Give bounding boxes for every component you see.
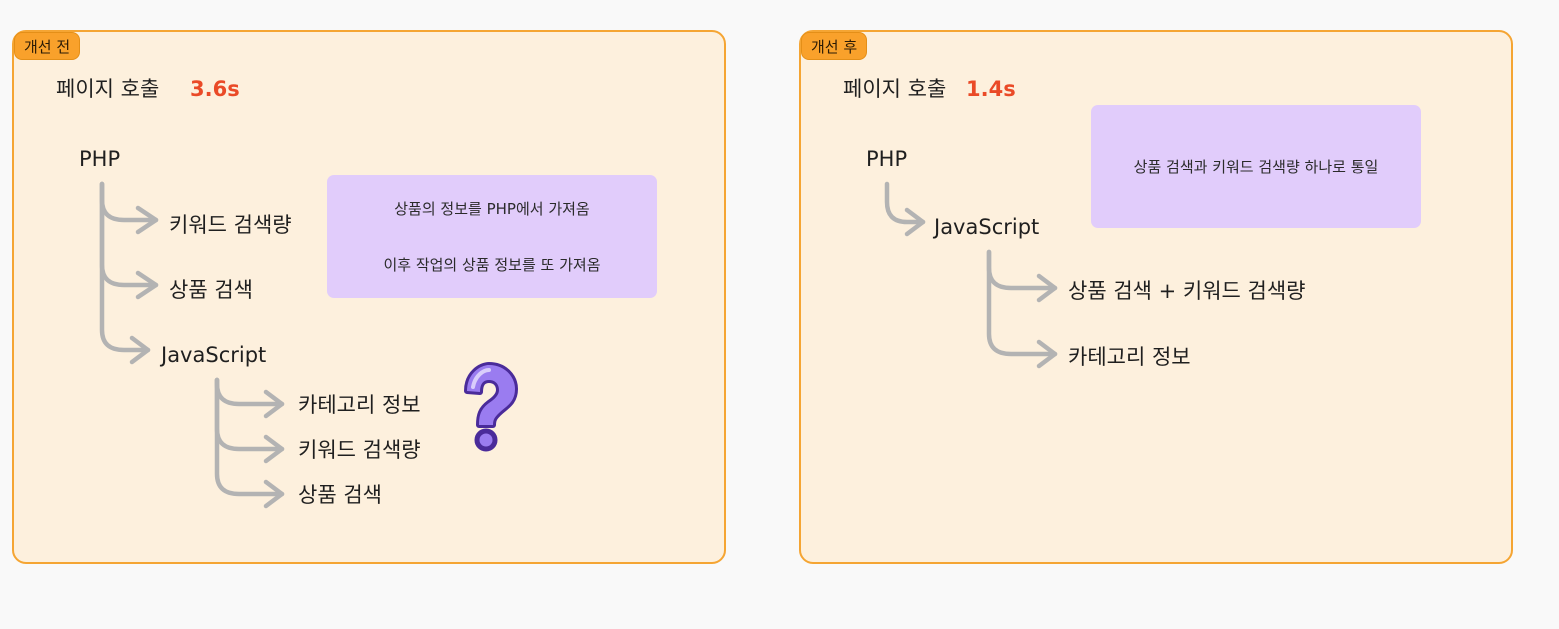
arrow-js-to-category bbox=[986, 249, 1058, 357]
after-panel: 개선 후 페이지 호출 1.4s PHP JavaScript 상품 검색 + … bbox=[799, 30, 1513, 564]
before-note: 상품의 정보를 PHP에서 가져옴 이후 작업의 상품 정보를 또 가져옴 bbox=[327, 175, 657, 298]
before-flow-arrows bbox=[99, 181, 285, 509]
arrowhead-js-to-combined bbox=[1036, 273, 1058, 303]
arrow-php-to-product bbox=[99, 181, 159, 288]
before-tag: 개선 전 bbox=[14, 32, 81, 60]
after-javascript-node: JavaScript bbox=[934, 215, 1040, 239]
after-node-combined-search: 상품 검색 + 키워드 검색량 bbox=[1068, 279, 1306, 303]
arrowhead-php-to-javascript bbox=[904, 207, 926, 237]
after-node-category: 카테고리 정보 bbox=[1068, 345, 1191, 369]
arrow-js-to-category bbox=[214, 377, 285, 407]
before-javascript-node: JavaScript bbox=[161, 343, 267, 367]
arrowhead-php-to-keyword bbox=[135, 205, 159, 235]
after-note: 상품 검색과 키워드 검색량 하나로 통일 bbox=[1091, 105, 1421, 228]
arrowhead-js-to-keyword bbox=[263, 434, 285, 464]
before-note-line-1: 상품의 정보를 PHP에서 가져옴 bbox=[394, 199, 590, 218]
arrowhead-js-to-category bbox=[263, 389, 285, 419]
arrow-js-to-keyword bbox=[214, 377, 285, 452]
arrow-js-to-product bbox=[214, 377, 285, 497]
arrowhead-php-to-javascript bbox=[129, 335, 151, 365]
before-node-keyword-volume: 키워드 검색량 bbox=[169, 213, 292, 237]
before-php-node: PHP bbox=[79, 147, 121, 171]
after-note-line-1: 상품 검색과 키워드 검색량 하나로 통일 bbox=[1133, 157, 1379, 176]
after-flow-arrows bbox=[884, 181, 1058, 369]
arrowhead-js-to-category bbox=[1036, 339, 1058, 369]
before-page-call-label: 페이지 호출 bbox=[56, 77, 160, 101]
before-node-product-search: 상품 검색 bbox=[169, 278, 253, 302]
arrowhead-php-to-product bbox=[135, 270, 159, 300]
arrow-php-to-javascript bbox=[884, 181, 926, 225]
after-page-call-time: 1.4s bbox=[966, 77, 1016, 101]
before-page-call-time: 3.6s bbox=[190, 77, 240, 101]
question-mark-icon bbox=[464, 362, 518, 452]
arrow-php-to-javascript bbox=[99, 181, 151, 353]
before-js-node-product-search: 상품 검색 bbox=[298, 483, 382, 507]
before-js-node-keyword-volume: 키워드 검색량 bbox=[298, 438, 421, 462]
before-note-line-2: 이후 작업의 상품 정보를 또 가져옴 bbox=[383, 255, 601, 274]
before-js-node-category: 카테고리 정보 bbox=[298, 393, 421, 417]
arrowhead-js-to-product bbox=[263, 479, 285, 509]
after-tag: 개선 후 bbox=[801, 32, 868, 60]
after-php-node: PHP bbox=[866, 147, 908, 171]
before-panel: 개선 전 페이지 호출 3.6s PHP 키워드 검색량 상품 검색 JavaS… bbox=[12, 30, 726, 564]
after-page-call-label: 페이지 호출 bbox=[843, 77, 947, 101]
